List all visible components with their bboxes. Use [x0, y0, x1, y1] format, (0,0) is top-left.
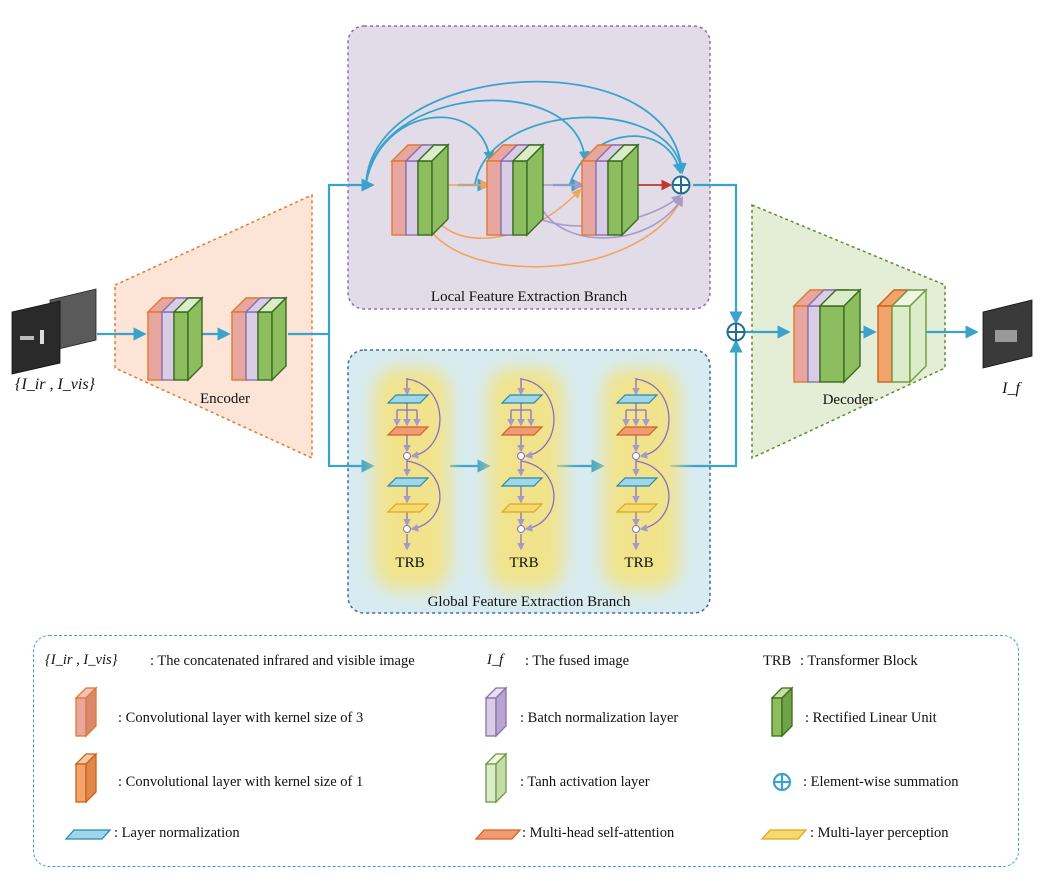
input-image-stack: [11, 288, 97, 375]
legend-trb-desc: : Transformer Block: [800, 653, 918, 669]
global-branch-title: Global Feature Extraction Branch: [427, 594, 631, 610]
legend-mhsa-desc: : Multi-head self-attention: [522, 825, 675, 841]
legend-panel: [33, 635, 1019, 867]
legend-tanh-icon: [484, 752, 508, 804]
legend-ln-icon: [64, 829, 112, 840]
encoder-panel: [114, 193, 313, 460]
legend-tanh-desc: : Tanh activation layer: [520, 774, 650, 790]
trb-block-3: [603, 368, 679, 590]
trb-block-1: [374, 368, 450, 590]
legend-trb-symbol: TRB: [763, 653, 792, 669]
legend-sum-icon: [772, 772, 792, 792]
legend-conv1-desc: : Convolutional layer with kernel size o…: [118, 774, 364, 790]
trb-label-1: TRB: [395, 555, 425, 571]
legend-conv1-icon: [74, 752, 98, 804]
sum-node-local: [671, 175, 691, 195]
output-label: I_f: [1002, 380, 1020, 397]
legend-relu-icon: [770, 686, 794, 738]
legend-conv3-desc: : Convolutional layer with kernel size o…: [118, 710, 364, 726]
decoder-conv-block: [792, 288, 862, 384]
legend-bn-desc: : Batch normalization layer: [520, 710, 679, 726]
legend-relu-desc: : Rectified Linear Unit: [805, 710, 937, 726]
legend-conv3-icon: [74, 686, 98, 738]
legend-input-symbol: {I_ir , I_vis}: [45, 652, 118, 668]
legend-mhsa-icon: [474, 829, 522, 840]
legend-ln-desc: : Layer normalization: [114, 825, 240, 841]
legend-mlp-icon: [760, 829, 808, 840]
fused-image-stack: [982, 299, 1033, 369]
legend-mlp-desc: : Multi-layer perception: [810, 825, 949, 841]
encoder-conv-block-1: [146, 296, 204, 382]
local-conv-block-3: [580, 143, 640, 237]
decoder-label: Decoder: [822, 392, 874, 408]
decoder-conv1-tanh-block: [876, 288, 928, 384]
encoder-label: Encoder: [200, 391, 250, 407]
sum-node-merge: [726, 322, 746, 342]
legend-bn-icon: [484, 686, 508, 738]
trb-block-2: [488, 368, 564, 590]
legend-fused-desc: : The fused image: [525, 653, 630, 669]
local-conv-block-1: [390, 143, 450, 237]
legend-sum-desc: : Element-wise summation: [803, 774, 959, 790]
input-label: {I_ir , I_vis}: [15, 376, 95, 393]
local-branch-title: Local Feature Extraction Branch: [430, 289, 628, 305]
encoder-conv-block-2: [230, 296, 288, 382]
legend-fused-symbol: I_f: [487, 652, 504, 668]
legend-input-desc: : The concatenated infrared and visible …: [150, 653, 415, 669]
local-conv-block-2: [485, 143, 545, 237]
trb-label-3: TRB: [624, 555, 654, 571]
trb-label-2: TRB: [509, 555, 539, 571]
